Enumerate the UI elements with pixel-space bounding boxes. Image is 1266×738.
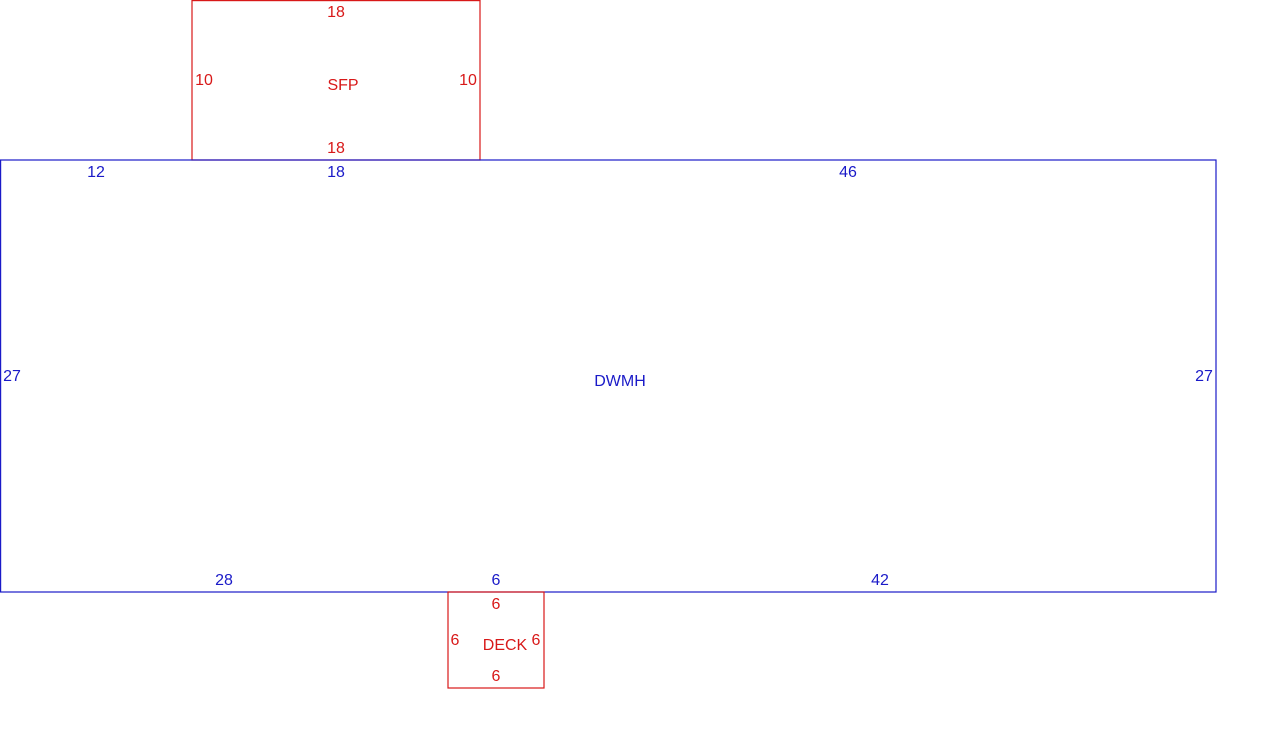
dwmh-top-mid-dimension: 18 bbox=[327, 164, 345, 181]
deck-outline bbox=[447, 591, 545, 689]
sfp-label: SFP bbox=[327, 77, 358, 94]
dwmh-label: DWMH bbox=[594, 373, 646, 390]
dwmh-top-left-dimension: 12 bbox=[87, 164, 105, 181]
sfp-area: 18 10 10 SFP 18 bbox=[191, 0, 481, 161]
deck-label: DECK bbox=[483, 637, 528, 654]
dwmh-right-dimension: 27 bbox=[1195, 368, 1213, 385]
dwmh-bottom-right-dimension: 42 bbox=[871, 572, 889, 589]
deck-right-dimension: 6 bbox=[532, 632, 541, 649]
deck-bottom-dimension: 6 bbox=[492, 668, 501, 685]
dwmh-bottom-mid-dimension: 6 bbox=[492, 572, 501, 589]
sfp-top-dimension: 18 bbox=[327, 4, 345, 21]
deck-left-dimension: 6 bbox=[451, 632, 460, 649]
deck-area: 6 6 6 DECK 6 bbox=[447, 591, 545, 689]
sfp-bottom-dimension: 18 bbox=[327, 140, 345, 157]
dwmh-area: 12 18 46 27 27 DWMH 28 6 42 bbox=[0, 159, 1217, 593]
sfp-right-dimension: 10 bbox=[459, 72, 477, 89]
dwmh-top-right-dimension: 46 bbox=[839, 164, 857, 181]
deck-top-dimension: 6 bbox=[492, 596, 501, 613]
dwmh-bottom-left-dimension: 28 bbox=[215, 572, 233, 589]
sfp-left-dimension: 10 bbox=[195, 72, 213, 89]
dwmh-left-dimension: 27 bbox=[3, 368, 21, 385]
dwmh-outline bbox=[0, 159, 1217, 593]
